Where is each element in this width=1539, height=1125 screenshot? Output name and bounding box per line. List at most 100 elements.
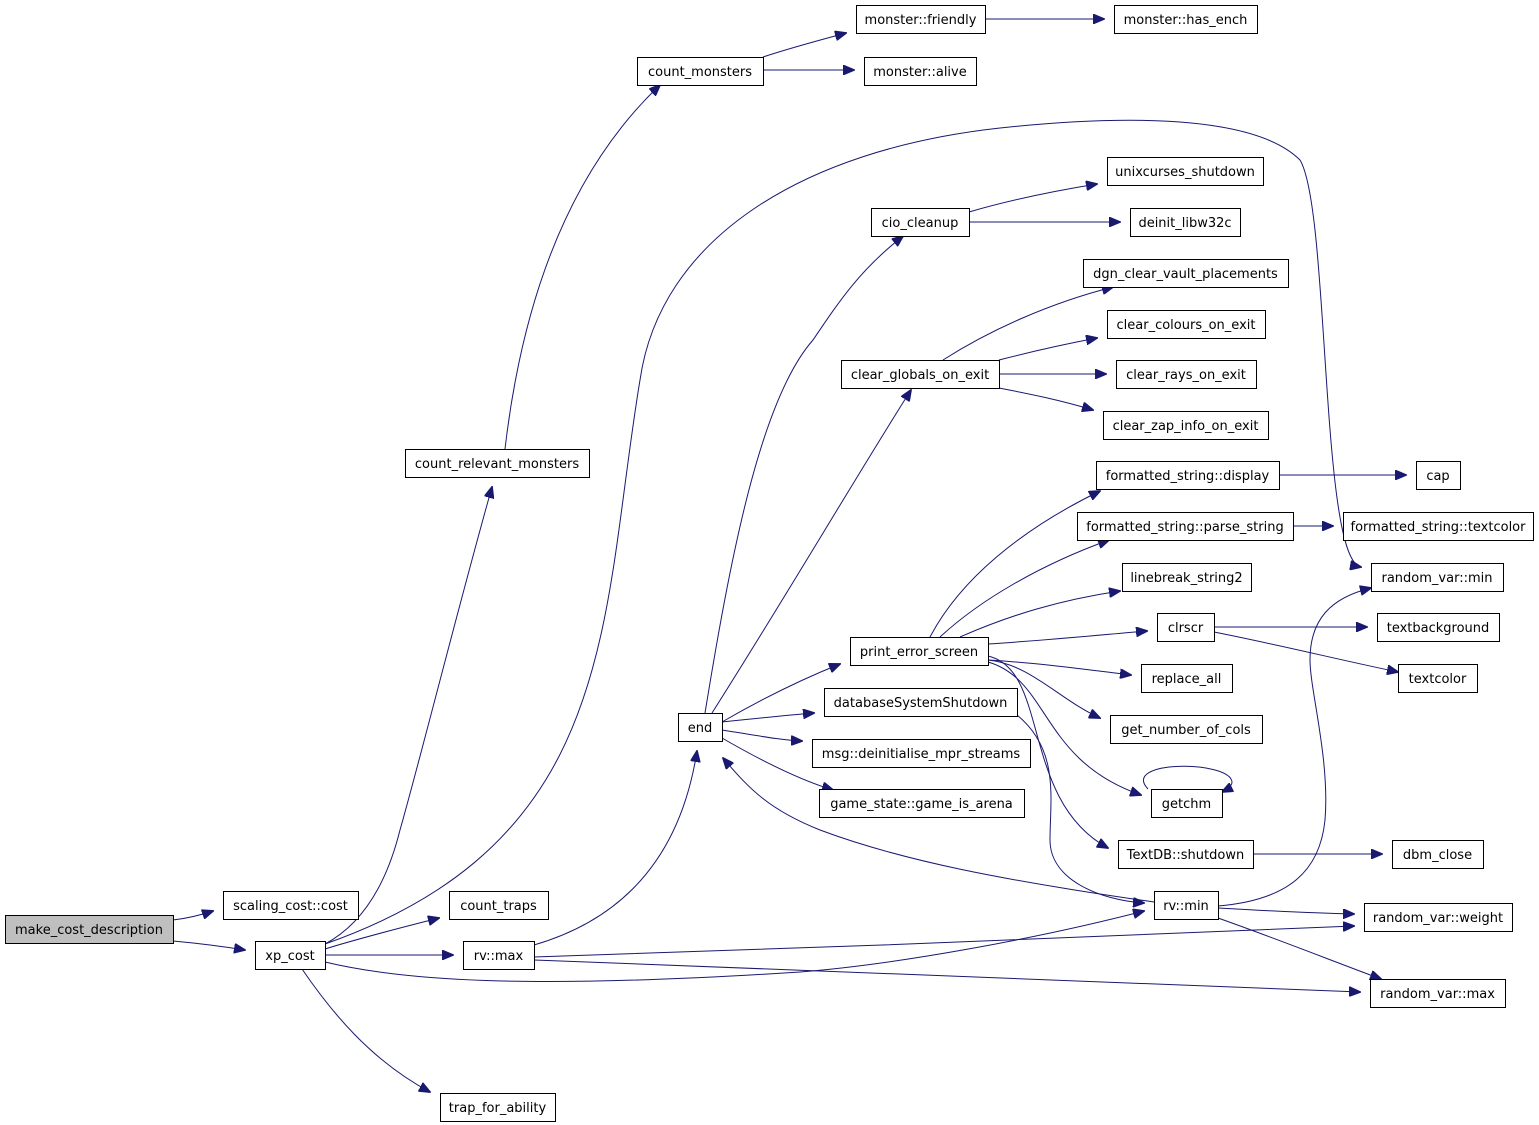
node-label: game_state::game_is_arena bbox=[830, 797, 1013, 812]
node-box bbox=[812, 739, 1031, 768]
node-clear_colours_on_exit[interactable]: clear_colours_on_exit bbox=[1107, 310, 1266, 339]
node-box bbox=[223, 891, 359, 920]
edge-rv_min-to-random_var_max bbox=[1217, 917, 1381, 979]
edge-rv_min-to-random_var_min bbox=[1217, 588, 1371, 907]
node-xp_cost[interactable]: xp_cost bbox=[255, 941, 326, 970]
node-box bbox=[1151, 789, 1223, 818]
edge-print_error_screen-to-formatted_string_display bbox=[929, 491, 1100, 638]
edge-print_error_screen-to-linebreak_string2 bbox=[959, 591, 1120, 638]
node-unixcurses_shutdown[interactable]: unixcurses_shutdown bbox=[1107, 157, 1264, 186]
edge-end-to-msg_deinitialise_mpr_streams bbox=[721, 729, 802, 741]
node-random_var_weight[interactable]: random_var::weight bbox=[1364, 903, 1513, 932]
edge-make_cost_description-to-xp_cost bbox=[172, 940, 245, 950]
node-clear_globals_on_exit[interactable]: clear_globals_on_exit bbox=[841, 360, 1000, 389]
node-rv_min[interactable]: rv::min bbox=[1154, 891, 1219, 920]
node-print_error_screen[interactable]: print_error_screen bbox=[850, 637, 989, 666]
node-label: end bbox=[688, 721, 713, 736]
node-formatted_string_display[interactable]: formatted_string::display bbox=[1096, 461, 1280, 490]
node-clear_rays_on_exit[interactable]: clear_rays_on_exit bbox=[1116, 360, 1257, 389]
node-clrscr[interactable]: clrscr bbox=[1157, 613, 1215, 642]
node-label: random_var::weight bbox=[1373, 911, 1503, 926]
node-box bbox=[1371, 563, 1504, 592]
node-monster_alive[interactable]: monster::alive bbox=[864, 57, 977, 86]
node-linebreak_string2[interactable]: linebreak_string2 bbox=[1122, 563, 1252, 592]
node-label: msg::deinitialise_mpr_streams bbox=[822, 747, 1021, 762]
edge-cio_cleanup-to-unixcurses_shutdown bbox=[968, 184, 1097, 213]
node-label: deinit_libw32c bbox=[1138, 216, 1231, 231]
node-box bbox=[871, 208, 970, 237]
node-databaseSystemShutdown[interactable]: databaseSystemShutdown bbox=[824, 688, 1018, 717]
node-box bbox=[1118, 840, 1254, 869]
node-box bbox=[850, 637, 989, 666]
node-game_state_game_is_arena[interactable]: game_state::game_is_arena bbox=[819, 789, 1025, 818]
node-label: clear_zap_info_on_exit bbox=[1113, 419, 1259, 434]
edge-count_relevant_monsters-to-count_monsters bbox=[504, 85, 660, 450]
node-box bbox=[1154, 891, 1219, 920]
node-box bbox=[449, 891, 549, 920]
node-box bbox=[440, 1093, 556, 1122]
node-monster_friendly[interactable]: monster::friendly bbox=[856, 5, 986, 34]
node-replace_all[interactable]: replace_all bbox=[1141, 664, 1233, 693]
node-box bbox=[405, 449, 590, 478]
node-dbm_close[interactable]: dbm_close bbox=[1392, 840, 1484, 869]
node-box bbox=[1377, 613, 1500, 642]
node-label: dbm_close bbox=[1403, 848, 1472, 863]
node-box bbox=[1083, 259, 1289, 288]
node-trap_for_ability[interactable]: trap_for_ability bbox=[440, 1093, 556, 1122]
edge-clear_globals_on_exit-to-clear_zap_info_on_exit bbox=[998, 387, 1093, 410]
edge-xp_cost-to-count_relevant_monsters bbox=[324, 487, 492, 945]
node-random_var_max[interactable]: random_var::max bbox=[1370, 979, 1506, 1008]
node-cap[interactable]: cap bbox=[1416, 461, 1461, 490]
node-label: textbackground bbox=[1387, 621, 1490, 636]
edge-rv_min-to-end bbox=[723, 758, 1155, 903]
node-label: TextDB::shutdown bbox=[1126, 848, 1244, 863]
edge-end-to-clear_globals_on_exit bbox=[711, 390, 911, 714]
node-box bbox=[1114, 5, 1258, 34]
node-clear_zap_info_on_exit[interactable]: clear_zap_info_on_exit bbox=[1103, 411, 1269, 440]
node-label: cio_cleanup bbox=[882, 216, 959, 231]
node-box bbox=[1157, 613, 1215, 642]
node-cio_cleanup[interactable]: cio_cleanup bbox=[871, 208, 970, 237]
node-label: getchm bbox=[1162, 797, 1211, 812]
node-label: monster::friendly bbox=[865, 13, 977, 28]
node-deinit_libw32c[interactable]: deinit_libw32c bbox=[1130, 208, 1241, 237]
node-make_cost_description[interactable]: make_cost_description bbox=[5, 915, 174, 944]
node-count_monsters[interactable]: count_monsters bbox=[637, 57, 764, 86]
node-box bbox=[1110, 715, 1263, 744]
node-box bbox=[1130, 208, 1241, 237]
edge-clrscr-to-textcolor bbox=[1213, 631, 1398, 672]
node-label: clrscr bbox=[1168, 621, 1204, 636]
node-label: textcolor bbox=[1409, 672, 1467, 687]
node-scaling_cost_cost[interactable]: scaling_cost::cost bbox=[223, 891, 359, 920]
node-formatted_string_textcolor[interactable]: formatted_string::textcolor bbox=[1343, 512, 1534, 541]
edge-clear_globals_on_exit-to-dgn_clear_vault_placements bbox=[942, 287, 1113, 361]
edge-getchm-to-getchm bbox=[1143, 765, 1232, 792]
edge-xp_cost-to-rv_min bbox=[324, 911, 1144, 982]
edge-end-to-cio_cleanup bbox=[704, 236, 903, 714]
node-textbackground[interactable]: textbackground bbox=[1377, 613, 1500, 642]
node-box bbox=[1077, 512, 1294, 541]
node-count_traps[interactable]: count_traps bbox=[449, 891, 549, 920]
node-label: databaseSystemShutdown bbox=[834, 696, 1008, 711]
edge-clear_globals_on_exit-to-clear_colours_on_exit bbox=[998, 338, 1097, 361]
node-getchm[interactable]: getchm bbox=[1151, 789, 1223, 818]
node-get_number_of_cols[interactable]: get_number_of_cols bbox=[1110, 715, 1263, 744]
node-label: clear_colours_on_exit bbox=[1117, 318, 1256, 333]
node-rv_max[interactable]: rv::max bbox=[463, 941, 535, 970]
node-label: monster::has_ench bbox=[1124, 13, 1248, 28]
edge-print_error_screen-to-replace_all bbox=[987, 659, 1131, 675]
node-random_var_min[interactable]: random_var::min bbox=[1371, 563, 1504, 592]
node-end[interactable]: end bbox=[678, 713, 723, 742]
node-count_relevant_monsters[interactable]: count_relevant_monsters bbox=[405, 449, 590, 478]
node-textcolor[interactable]: textcolor bbox=[1398, 664, 1478, 693]
node-label: rv::max bbox=[474, 949, 524, 964]
node-label: formatted_string::parse_string bbox=[1086, 520, 1283, 535]
edge-print_error_screen-to-get_number_of_cols bbox=[987, 659, 1100, 718]
node-formatted_string_parse_string[interactable]: formatted_string::parse_string bbox=[1077, 512, 1294, 541]
node-msg_deinitialise_mpr_streams[interactable]: msg::deinitialise_mpr_streams bbox=[812, 739, 1031, 768]
node-monster_has_ench[interactable]: monster::has_ench bbox=[1114, 5, 1258, 34]
node-label: formatted_string::display bbox=[1106, 469, 1270, 484]
node-box bbox=[824, 688, 1018, 717]
node-TextDB_shutdown[interactable]: TextDB::shutdown bbox=[1118, 840, 1254, 869]
node-dgn_clear_vault_placements[interactable]: dgn_clear_vault_placements bbox=[1083, 259, 1289, 288]
